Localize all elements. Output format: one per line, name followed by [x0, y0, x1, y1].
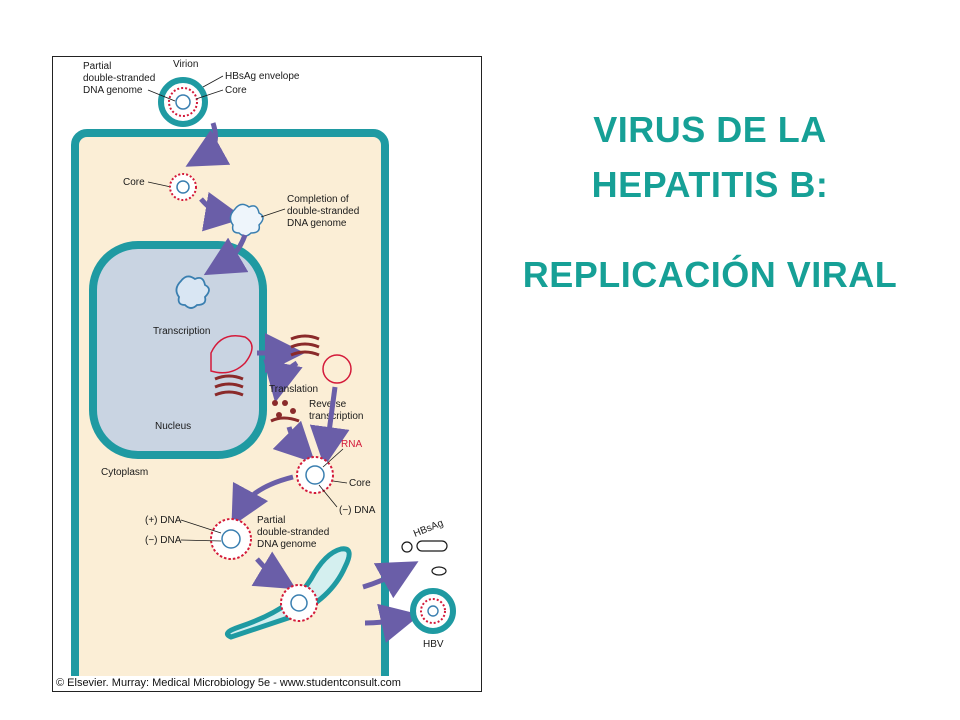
nuclear-mrna-icon — [214, 374, 244, 397]
nuclear-dna-icon — [175, 275, 210, 309]
arrow-hbv-release — [364, 603, 421, 643]
label-plus-dna: (+) DNA — [145, 515, 182, 526]
diagram-canvas: Partial double-stranded DNA genome Virio… — [71, 59, 456, 691]
arrow-to-translation — [263, 359, 303, 403]
copyright-caption: © Elsevier. Murray: Medical Microbiology… — [53, 676, 481, 691]
budding-core-icon — [280, 584, 318, 622]
label-partial2-3: DNA genome — [257, 539, 317, 550]
label-virion: Virion — [173, 59, 198, 70]
cytoplasm-mrna-icon — [290, 334, 320, 357]
hbsag-particles-icon — [401, 540, 448, 576]
label-hbsag: HBsAg — [412, 518, 445, 540]
arrow-rt — [309, 386, 350, 467]
label-partial2-1: Partial — [257, 515, 285, 526]
slide-title-line-1: VIRUS DE LA — [593, 109, 827, 150]
arrow-entry — [185, 122, 231, 167]
label-core-low: Core — [349, 478, 371, 489]
arrow-into-nucleus — [203, 234, 249, 276]
hbv-replication-diagram: Partial double-stranded DNA genome Virio… — [52, 56, 482, 692]
arrow-to-er — [251, 551, 297, 590]
label-completion-3: DNA genome — [287, 218, 347, 229]
arrow-hbsag-release — [362, 561, 419, 599]
arrow-to-completion — [199, 191, 245, 232]
label-transcription: Transcription — [153, 326, 210, 337]
slide-subtitle: REPLICACIÓN VIRAL — [522, 254, 898, 295]
label-core-top: Core — [225, 85, 247, 96]
arrow-to-partial-core — [231, 474, 294, 527]
slide-title-line-2: HEPATITIS B: — [591, 164, 829, 205]
label-partial-1: Partial — [83, 61, 111, 72]
rna-loop-icon — [210, 335, 253, 374]
label-hbsag-envelope: HBsAg envelope — [225, 71, 300, 82]
label-core-mid: Core — [123, 177, 145, 188]
completed-genome-icon — [229, 203, 264, 237]
label-partial-2: double-stranded — [83, 73, 155, 84]
label-completion-1: Completion of — [287, 194, 349, 205]
nucleus — [89, 241, 267, 459]
label-reverse-2: transcription — [309, 411, 363, 422]
label-nucleus: Nucleus — [155, 421, 191, 432]
arrow-assembly — [272, 420, 316, 464]
label-translation: Translation — [269, 384, 318, 395]
label-partial-3: DNA genome — [83, 85, 143, 96]
label-minus-dna-1: (−) DNA — [339, 505, 376, 516]
label-completion-2: double-stranded — [287, 206, 359, 217]
protein-products-icon — [270, 400, 300, 423]
label-cytoplasm: Cytoplasm — [101, 467, 148, 478]
partial-dsdna-core-icon — [210, 518, 252, 560]
virion-icon — [158, 77, 208, 127]
rna-circle-icon — [322, 354, 352, 384]
label-hbv: HBV — [423, 639, 444, 650]
label-reverse-1: Reverse — [309, 399, 347, 410]
label-rna: RNA — [341, 439, 362, 450]
label-partial2-2: double-stranded — [257, 527, 329, 538]
label-minus-dna-2: (−) DNA — [145, 535, 182, 546]
hbv-virion-icon — [410, 588, 456, 634]
core-particle-icon — [169, 173, 197, 201]
